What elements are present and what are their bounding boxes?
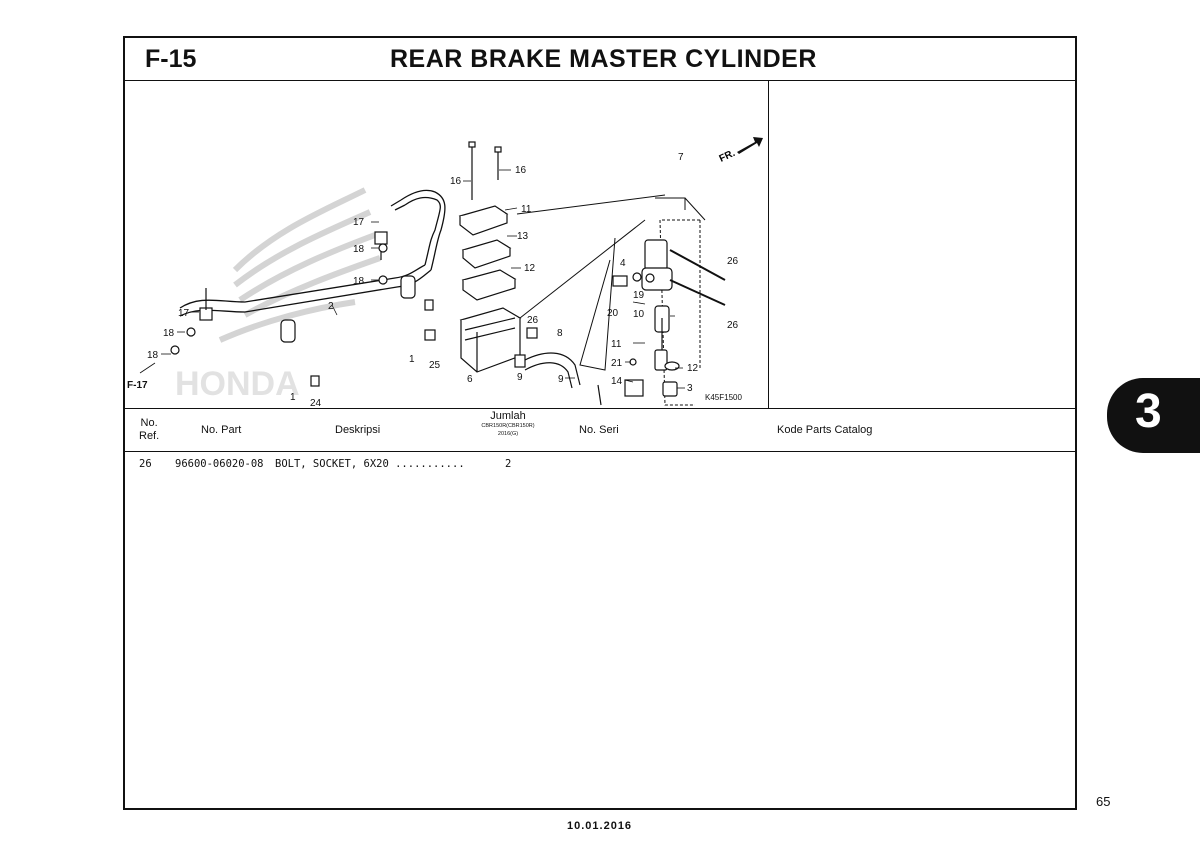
svg-text:7: 7 [678, 152, 684, 163]
svg-text:18: 18 [353, 276, 365, 287]
honda-wing-watermark [218, 187, 381, 343]
master-cylinder-body [597, 239, 726, 419]
col-seri: No. Seri [579, 424, 619, 436]
section-tab: 3 [1107, 378, 1200, 453]
callout-leaders [139, 169, 685, 419]
bolt-16 [468, 141, 502, 200]
page-number: 65 [1096, 794, 1111, 809]
diagram-code: K45F1500 [705, 393, 742, 402]
title-bar: F-15 REAR BRAKE MASTER CYLINDER [125, 38, 1075, 81]
catalog-page-frame: F-15 REAR BRAKE MASTER CYLINDER HONDA FR… [123, 36, 1077, 810]
table-row: 26 96600-06020-08 BOLT, SOCKET, 6X20 ...… [125, 458, 1075, 474]
svg-text:3: 3 [687, 383, 693, 394]
guide-lines [516, 194, 706, 406]
front-arrow-icon: FR. [718, 137, 763, 165]
figure-number: F-15 [145, 45, 197, 73]
small-fasteners [170, 231, 637, 368]
svg-text:11: 11 [611, 339, 622, 350]
svg-text:24: 24 [310, 398, 322, 408]
row-quantity: 2 [505, 458, 512, 470]
svg-text:9: 9 [558, 374, 564, 385]
col-ref: No. Ref. [139, 417, 160, 442]
reservoir-assembly [458, 205, 522, 373]
svg-text:18: 18 [353, 244, 365, 255]
page-title: REAR BRAKE MASTER CYLINDER [390, 45, 817, 73]
svg-text:6: 6 [467, 374, 473, 385]
svg-text:1: 1 [290, 392, 296, 403]
svg-text:10: 10 [633, 309, 645, 320]
svg-text:17: 17 [178, 308, 190, 319]
svg-text:25: 25 [429, 360, 441, 371]
svg-text:11: 11 [521, 204, 532, 215]
exploded-diagram: HONDA FR. [125, 80, 769, 427]
row-part-no: 96600-06020-08 [175, 458, 264, 470]
row-ref: 26 [139, 458, 152, 470]
svg-text:FR.: FR. [718, 148, 737, 165]
svg-text:18: 18 [163, 328, 175, 339]
svg-text:12: 12 [524, 263, 536, 274]
ref-link-f17: F-17 [127, 380, 148, 391]
svg-text:26: 26 [527, 315, 539, 326]
svg-text:18: 18 [147, 350, 159, 361]
print-date: 10.01.2016 [567, 820, 633, 832]
svg-text:19: 19 [633, 290, 645, 301]
svg-text:20: 20 [607, 308, 619, 319]
svg-text:9: 9 [517, 372, 523, 383]
table-header: No. Ref. No. Part Deskripsi Jumlah CBR15… [125, 408, 1075, 452]
svg-text:26: 26 [727, 256, 739, 267]
svg-text:8: 8 [557, 328, 563, 339]
side-info-box [768, 80, 1075, 408]
svg-text:17: 17 [353, 217, 365, 228]
col-kode: Kode Parts Catalog [777, 424, 873, 436]
hose-clamp [280, 275, 434, 387]
col-part: No. Part [201, 424, 242, 436]
svg-text:16: 16 [450, 176, 462, 187]
svg-text:21: 21 [611, 358, 623, 369]
svg-text:2: 2 [328, 301, 334, 312]
svg-text:26: 26 [727, 320, 739, 331]
svg-text:1: 1 [409, 354, 415, 365]
callout-numbers: 16 16 7 11 13 12 17 18 18 17 18 18 2 1 2… [127, 152, 742, 427]
svg-text:16: 16 [515, 165, 527, 176]
reservoir-hose [524, 352, 581, 389]
row-description: BOLT, SOCKET, 6X20 ........... [275, 458, 465, 470]
diagram-svg: HONDA FR. [127, 137, 763, 427]
svg-text:12: 12 [687, 363, 699, 374]
watermark-text: HONDA [175, 365, 300, 403]
svg-text:4: 4 [620, 258, 626, 269]
brake-hose [179, 189, 446, 317]
col-desc: Deskripsi [335, 424, 381, 436]
svg-text:14: 14 [611, 376, 623, 387]
col-qty: Jumlah CBR150R(CBR150R) 2016(G) [481, 410, 535, 437]
svg-text:13: 13 [517, 231, 529, 242]
